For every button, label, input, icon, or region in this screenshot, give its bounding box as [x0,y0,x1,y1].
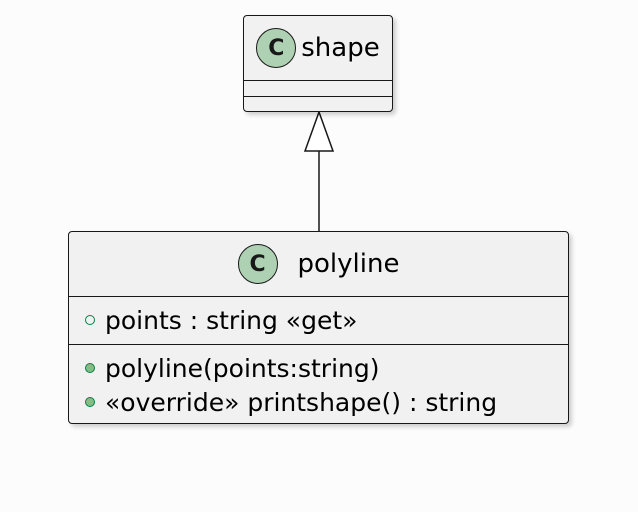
class-stereotype-icon: C [237,244,278,284]
class-shape[interactable]: C shape [243,15,393,112]
class-polyline-name: polyline [297,249,400,279]
public-method-icon [85,363,95,373]
method-row: «override» printshape() : string [69,385,568,419]
method-row: polyline(points:string) [69,351,568,385]
class-polyline[interactable]: C polyline points : string «get» polylin… [68,231,569,424]
class-shape-header: C shape [244,16,392,80]
class-polyline-attributes: points : string «get» [69,296,568,344]
public-attribute-icon [85,315,95,325]
class-polyline-methods: polyline(points:string) «override» print… [69,344,568,419]
class-shape-attributes [244,80,392,96]
public-method-icon [85,397,95,407]
method-text: polyline(points:string) [105,353,380,383]
attribute-row: points : string «get» [69,303,568,337]
inheritance-arrowhead-icon [303,109,335,152]
class-shape-methods [244,96,392,110]
class-polyline-header: C polyline [69,232,568,296]
method-text: «override» printshape() : string [105,387,498,417]
attribute-text: points : string «get» [105,305,358,335]
class-shape-name: shape [301,33,380,63]
class-stereotype-icon: C [256,28,297,68]
